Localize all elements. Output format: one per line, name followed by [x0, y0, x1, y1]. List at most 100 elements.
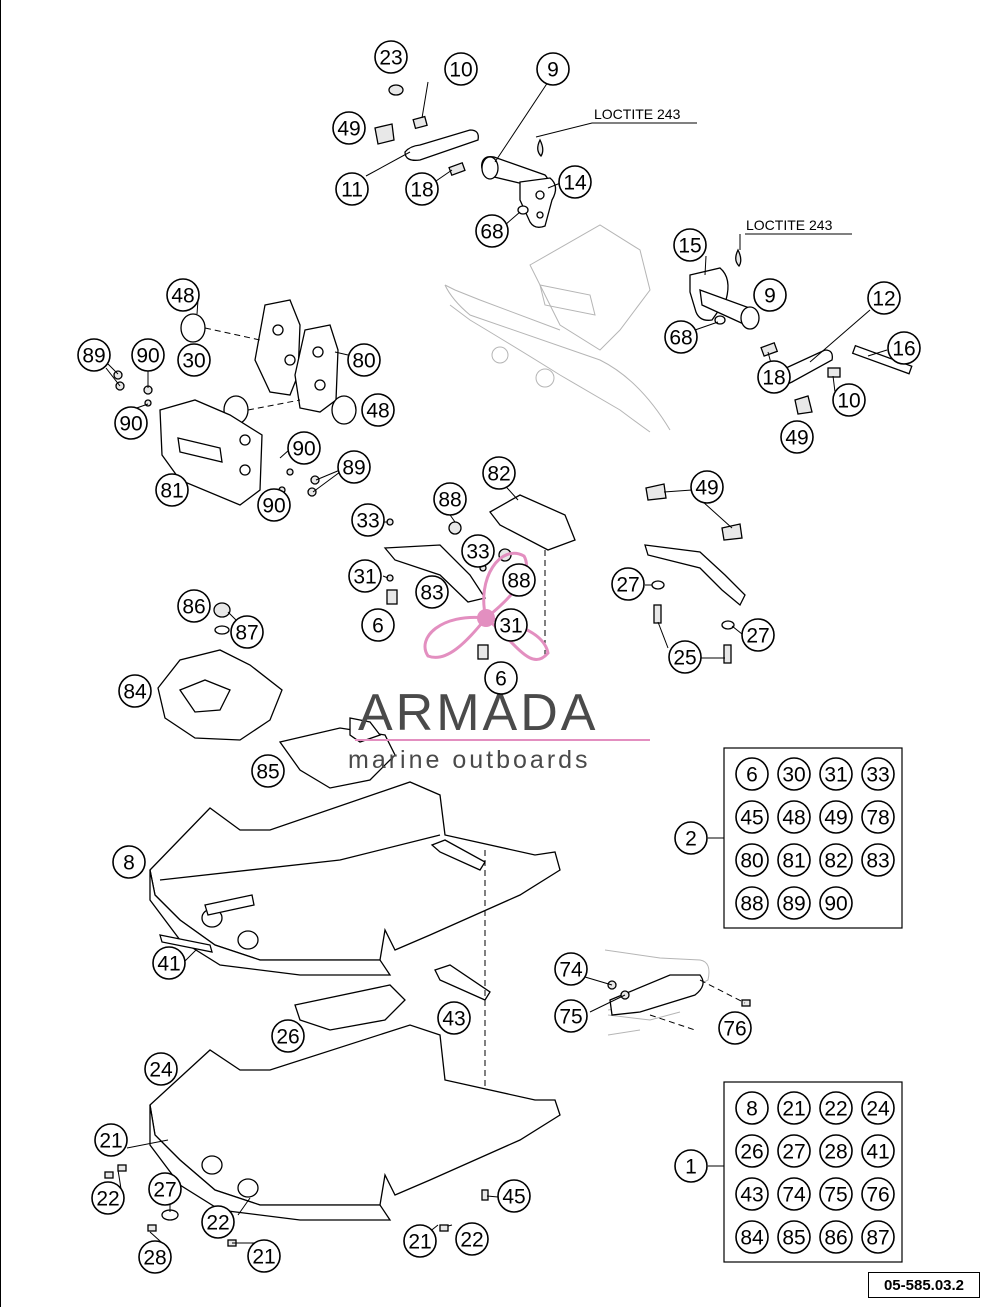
skid-plate-24: [104, 1024, 561, 1247]
ghost-assembly: [444, 224, 671, 433]
kit-item-label: 21: [782, 1098, 805, 1121]
kit-1-item-87: 87: [861, 1220, 895, 1254]
kit-1-item-74: 74: [777, 1177, 811, 1211]
callout-87: 87: [230, 615, 264, 649]
callout-74: 74: [554, 952, 588, 986]
callout-label: 89: [342, 457, 365, 480]
callout-label: 86: [182, 596, 205, 619]
callout-label: 85: [256, 761, 279, 784]
callout-label: 31: [353, 566, 376, 589]
kit-item-label: 24: [866, 1098, 890, 1121]
left-border: [0, 0, 1, 1307]
kit-1-item-22: 22: [819, 1091, 853, 1125]
callout-84: 84: [118, 674, 152, 708]
callout-80: 80: [347, 343, 381, 377]
callout-27: 27: [148, 1172, 182, 1206]
callout-68: 68: [475, 214, 509, 248]
callout-label: 31: [499, 615, 522, 638]
callout-10: 10: [444, 52, 478, 86]
callout-30: 30: [177, 343, 211, 377]
callout-label: 27: [616, 574, 639, 597]
callout-90: 90: [114, 406, 148, 440]
callout-label: 76: [723, 1018, 746, 1041]
callout-23: 23: [374, 40, 408, 74]
callout-label: 6: [372, 615, 384, 638]
callout-label: 48: [366, 400, 389, 423]
callout-22: 22: [455, 1222, 489, 1256]
callout-86: 86: [177, 589, 211, 623]
callout-48: 48: [361, 393, 395, 427]
kit-item-label: 26: [740, 1141, 763, 1164]
callout-16: 16: [887, 331, 921, 365]
callout-90: 90: [257, 488, 291, 522]
skid-plate-8: [149, 781, 561, 976]
kit-2-item-89: 89: [777, 886, 811, 920]
kit-item-label: 31: [824, 764, 847, 787]
ghost-skid: [604, 949, 710, 1036]
callout-label: 82: [487, 463, 510, 486]
kit-item-label: 43: [740, 1184, 763, 1207]
callout-label: 10: [449, 59, 472, 82]
callout-label: 24: [149, 1059, 173, 1082]
kit-item-label: 89: [782, 893, 805, 916]
callout-10: 10: [832, 383, 866, 417]
kit-1-item-28: 28: [819, 1134, 853, 1168]
callout-18: 18: [405, 172, 439, 206]
kit-item-label: 33: [866, 764, 889, 787]
kit-1-item-75: 75: [819, 1177, 853, 1211]
callout-label: 14: [563, 172, 587, 195]
callout-31: 31: [348, 559, 382, 593]
callout-label: 11: [341, 179, 363, 202]
kit-item-label: 87: [866, 1227, 889, 1250]
cover-85-group: [278, 717, 396, 789]
kit-item-label: 75: [824, 1184, 847, 1207]
callout-label: 48: [171, 285, 194, 308]
callout-75: 75: [554, 999, 588, 1033]
kit-item-label: 45: [740, 807, 763, 830]
callout-21: 21: [403, 1224, 437, 1258]
callout-label: 23: [379, 47, 402, 70]
callout-label: 87: [235, 622, 258, 645]
left-bracket-assembly: [113, 299, 357, 506]
callout-9: 9: [753, 278, 787, 312]
callout-label: 21: [99, 1130, 122, 1153]
kit-2-item-49: 49: [819, 800, 853, 834]
callout-label: 18: [762, 367, 785, 390]
callout-2: 2: [674, 821, 708, 855]
kit-item-label: 22: [824, 1098, 847, 1121]
callout-90: 90: [287, 431, 321, 465]
kit-1-item-76: 76: [861, 1177, 895, 1211]
callout-33: 33: [351, 503, 385, 537]
callout-label: 28: [143, 1247, 166, 1270]
kit-item-label: 83: [866, 850, 889, 873]
callout-90: 90: [131, 338, 165, 372]
callout-label: 27: [746, 625, 769, 648]
callout-18: 18: [757, 360, 791, 394]
callout-27: 27: [611, 567, 645, 601]
callout-22: 22: [201, 1205, 235, 1239]
callout-label: 27: [153, 1179, 176, 1202]
callout-89: 89: [337, 450, 371, 484]
callout-41: 41: [152, 946, 186, 980]
kit-item-label: 88: [740, 893, 763, 916]
callout-49: 49: [332, 111, 366, 145]
callout-label: 43: [442, 1008, 465, 1031]
callout-label: 90: [262, 495, 285, 518]
kit-2-item-83: 83: [861, 843, 895, 877]
callout-label: 41: [157, 953, 180, 976]
callout-14: 14: [558, 165, 592, 199]
callout-12: 12: [867, 281, 901, 315]
callout-label: 88: [438, 489, 461, 512]
kit-item-label: 82: [824, 850, 847, 873]
kit-1-item-43: 43: [735, 1177, 769, 1211]
callout-label: 21: [408, 1231, 431, 1254]
kit-1-item-86: 86: [819, 1220, 853, 1254]
kit-1-item-41: 41: [861, 1134, 895, 1168]
callout-26: 26: [271, 1019, 305, 1053]
kit-item-label: 27: [782, 1141, 805, 1164]
callout-label: 83: [420, 582, 443, 605]
callout-11: 11: [335, 172, 369, 206]
callout-label: 74: [559, 959, 583, 982]
callout-label: 9: [764, 285, 776, 308]
